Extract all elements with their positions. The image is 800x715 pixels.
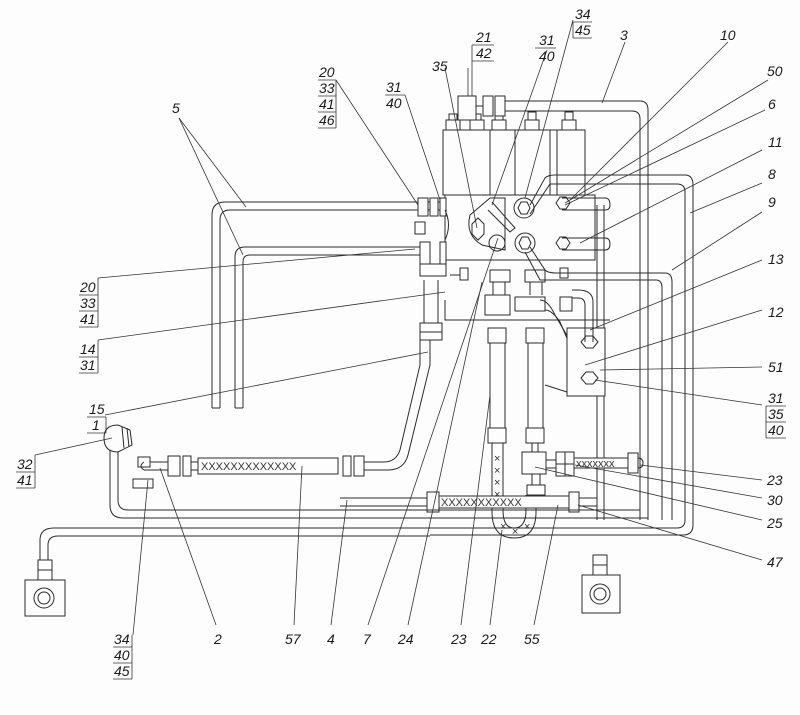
callout-3: 3 bbox=[620, 27, 628, 43]
pipe-4 bbox=[103, 424, 648, 519]
callouts: 5 20 33 41 46 31 40 35 21 42 31 40 bbox=[16, 6, 786, 680]
callout-41: 41 bbox=[17, 472, 33, 488]
braid-mark: × bbox=[494, 453, 500, 465]
callout-40: 40 bbox=[768, 422, 784, 438]
pipe-link-upper bbox=[444, 300, 610, 321]
braid-mark: × bbox=[494, 489, 500, 501]
callout-20: 20 bbox=[318, 64, 335, 80]
callout-40: 40 bbox=[386, 95, 402, 111]
braid-mark: × bbox=[500, 521, 506, 533]
callout-stack-15-1: 15 1 bbox=[87, 401, 107, 434]
callout-stack-32-41: 32 41 bbox=[16, 455, 36, 489]
hose-55-braid: XXXXXXXXXXX bbox=[441, 497, 522, 509]
callout-13: 13 bbox=[768, 251, 784, 267]
callout-12: 12 bbox=[768, 304, 784, 320]
tee-25: xxxxxxx bbox=[521, 443, 644, 496]
callout-31: 31 bbox=[539, 32, 555, 48]
hose-30-braid: xxxxxxx bbox=[576, 458, 615, 470]
callout-21: 21 bbox=[475, 29, 492, 45]
callout-31: 31 bbox=[768, 390, 784, 406]
callout-41: 41 bbox=[319, 96, 335, 112]
callout-1: 1 bbox=[92, 417, 100, 433]
callout-10: 10 bbox=[720, 27, 736, 43]
callout-33: 33 bbox=[80, 295, 96, 311]
callout-33: 33 bbox=[319, 80, 335, 96]
pipe-8 bbox=[430, 174, 694, 536]
callout-34: 34 bbox=[575, 6, 591, 22]
callout-stack-20-33-41: 20 33 41 bbox=[79, 278, 99, 328]
callout-31: 31 bbox=[386, 79, 402, 95]
callout-7: 7 bbox=[363, 631, 372, 647]
callout-stack-21-42: 21 42 bbox=[471, 29, 494, 96]
callout-35: 35 bbox=[432, 58, 448, 74]
callout-24: 24 bbox=[397, 631, 414, 647]
pipe-5 bbox=[211, 201, 440, 409]
callout-5: 5 bbox=[172, 100, 180, 116]
callout-stack-34-40-45: 34 40 45 bbox=[113, 631, 133, 680]
braid-mark: × bbox=[524, 521, 530, 533]
callout-stack-31-40-left: 31 40 bbox=[385, 79, 405, 111]
callout-stack-31-35-40: 31 35 40 bbox=[765, 390, 786, 439]
pipe-3 bbox=[505, 100, 649, 520]
callout-stack-20-33-41-46: 20 33 41 46 bbox=[318, 64, 337, 129]
callout-46: 46 bbox=[319, 112, 335, 128]
callout-23-bottom: 23 bbox=[450, 631, 467, 647]
callout-stack-34-45: 34 45 bbox=[572, 6, 592, 39]
block-51 bbox=[544, 289, 606, 397]
pipe-right-drain bbox=[581, 554, 621, 614]
callout-14: 14 bbox=[80, 341, 96, 357]
callout-45: 45 bbox=[114, 663, 130, 679]
callout-57: 57 bbox=[285, 631, 302, 647]
callout-51: 51 bbox=[768, 359, 784, 375]
callout-15: 15 bbox=[89, 401, 105, 417]
callout-40: 40 bbox=[539, 48, 555, 64]
braid-mark: × bbox=[494, 465, 500, 477]
leader-lines bbox=[34, 19, 769, 636]
callout-50: 50 bbox=[767, 63, 783, 79]
callout-47: 47 bbox=[767, 554, 784, 570]
callout-25: 25 bbox=[766, 515, 783, 531]
hose-57-braid: XXXXXXXXXXXXX bbox=[201, 461, 297, 473]
braid-mark: × bbox=[494, 477, 500, 489]
callout-4: 4 bbox=[327, 631, 335, 647]
callout-45: 45 bbox=[575, 22, 591, 38]
pipe-9 bbox=[524, 246, 673, 520]
callout-8: 8 bbox=[768, 166, 776, 182]
callout-stack-31-40-mid: 31 40 bbox=[535, 32, 556, 64]
callout-6: 6 bbox=[768, 96, 776, 112]
braid-mark: × bbox=[512, 526, 518, 538]
callout-55: 55 bbox=[524, 631, 540, 647]
callout-2: 2 bbox=[213, 631, 222, 647]
pipe-7 bbox=[24, 527, 430, 617]
callout-stack-14-31: 14 31 bbox=[79, 340, 99, 374]
callout-34: 34 bbox=[114, 631, 130, 647]
callout-11: 11 bbox=[768, 134, 783, 150]
callout-23-right: 23 bbox=[766, 472, 783, 488]
callout-22: 22 bbox=[480, 631, 497, 647]
pipe-2: XXXXXXXXXXXXX bbox=[132, 280, 443, 489]
callout-9: 9 bbox=[768, 194, 776, 210]
callout-42: 42 bbox=[476, 45, 492, 61]
callout-41: 41 bbox=[80, 311, 96, 327]
callout-31: 31 bbox=[80, 357, 96, 373]
cylinders bbox=[484, 282, 591, 444]
hose-55: XXXXXXXXXXX bbox=[340, 491, 597, 513]
callout-32: 32 bbox=[17, 456, 33, 472]
callout-35: 35 bbox=[768, 406, 784, 422]
callout-20: 20 bbox=[79, 279, 96, 295]
callout-40: 40 bbox=[114, 647, 130, 663]
callout-30: 30 bbox=[767, 492, 783, 508]
pump-block bbox=[414, 95, 611, 283]
